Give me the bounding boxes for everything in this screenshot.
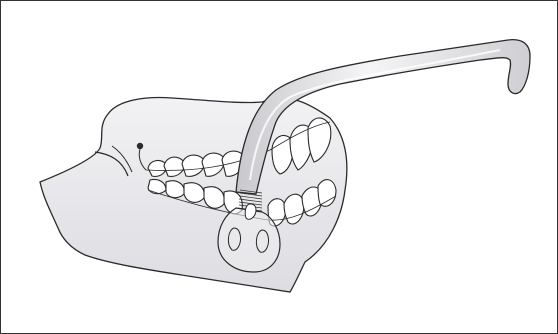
tongue-retractor-instrument	[218, 40, 530, 272]
lip-hook	[137, 143, 143, 149]
